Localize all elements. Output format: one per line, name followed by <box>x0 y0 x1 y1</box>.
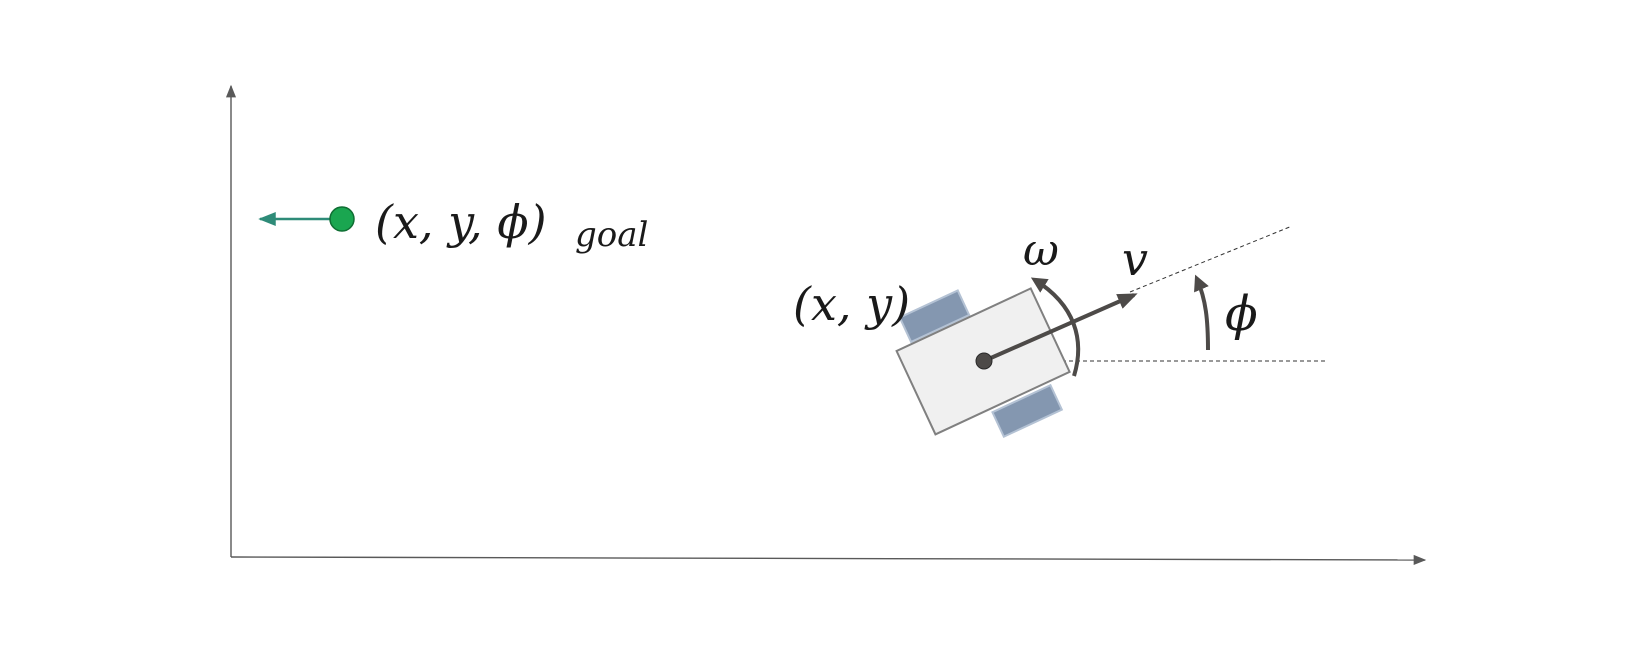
robot-wheel-top <box>898 289 971 344</box>
goal-pose-subscript: goal <box>575 215 648 255</box>
heading-angle-arc <box>1194 274 1210 351</box>
x-axis <box>230 554 1427 566</box>
heading-angle-label: ϕ <box>1225 286 1258 342</box>
robot-position-label: (x, y) <box>793 277 910 331</box>
heading-direction-line <box>1129 225 1293 293</box>
goal-marker-icon <box>329 206 355 232</box>
angular-velocity-label: ω <box>1023 225 1059 276</box>
robot-wheel-bottom <box>991 383 1064 439</box>
linear-velocity-vector <box>983 293 1138 363</box>
linear-velocity-label: v <box>1122 232 1148 286</box>
robot-center-point <box>975 352 993 370</box>
angular-velocity-arc <box>1030 277 1081 377</box>
goal-pose-label: (x, y, ϕ) <box>375 195 547 249</box>
